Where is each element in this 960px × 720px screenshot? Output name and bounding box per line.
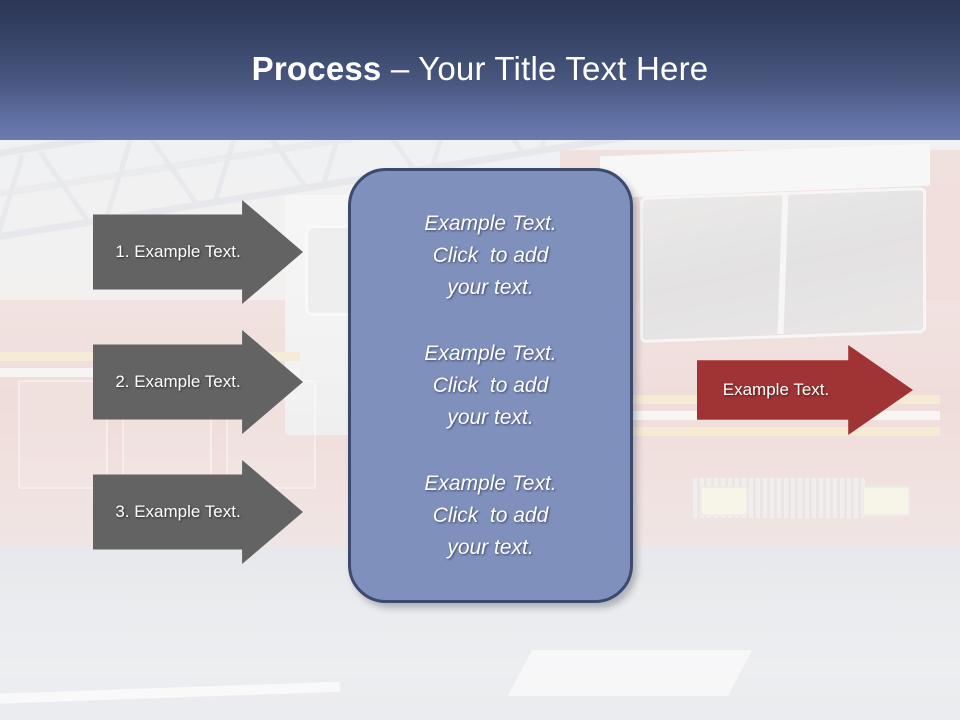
- content-panel[interactable]: Example Text. Click to add your text. Ex…: [348, 168, 633, 603]
- step-arrow-3[interactable]: 3. Example Text.: [90, 457, 306, 567]
- background-headlamp: [700, 486, 748, 516]
- background-headlamp: [862, 486, 910, 516]
- step-arrow-label: 1. Example Text.: [115, 242, 241, 261]
- background-stripe: [600, 427, 940, 436]
- panel-text-line: your text.: [447, 275, 534, 299]
- page-title: Process – Your Title Text Here: [0, 49, 960, 89]
- panel-text-line: Example Text.: [424, 471, 557, 495]
- step-arrow-label: 2. Example Text.: [115, 372, 241, 391]
- panel-text-line: Example Text.: [424, 341, 557, 365]
- step-arrow-label: 3. Example Text.: [115, 502, 241, 521]
- result-arrow-label: Example Text.: [722, 380, 830, 399]
- panel-text-line: Click to add: [432, 243, 549, 267]
- step-arrow-2[interactable]: 2. Example Text.: [90, 327, 306, 437]
- page-title-strong: Process: [251, 50, 382, 87]
- page-title-rest: – Your Title Text Here: [381, 50, 709, 87]
- panel-text-line: your text.: [447, 535, 534, 559]
- step-arrow-1[interactable]: 1. Example Text.: [90, 197, 306, 307]
- panel-text-line: Example Text.: [424, 211, 557, 235]
- panel-text-line: Click to add: [432, 503, 549, 527]
- panel-text-block-2: Example Text. Click to add your text.: [373, 338, 608, 434]
- panel-text-line: Click to add: [432, 373, 549, 397]
- panel-text-line: your text.: [447, 405, 534, 429]
- panel-text-block-3: Example Text. Click to add your text.: [373, 468, 608, 564]
- slide-header: Process – Your Title Text Here: [0, 0, 960, 140]
- result-arrow[interactable]: Example Text.: [694, 342, 916, 438]
- panel-text-block-1: Example Text. Click to add your text.: [373, 208, 608, 304]
